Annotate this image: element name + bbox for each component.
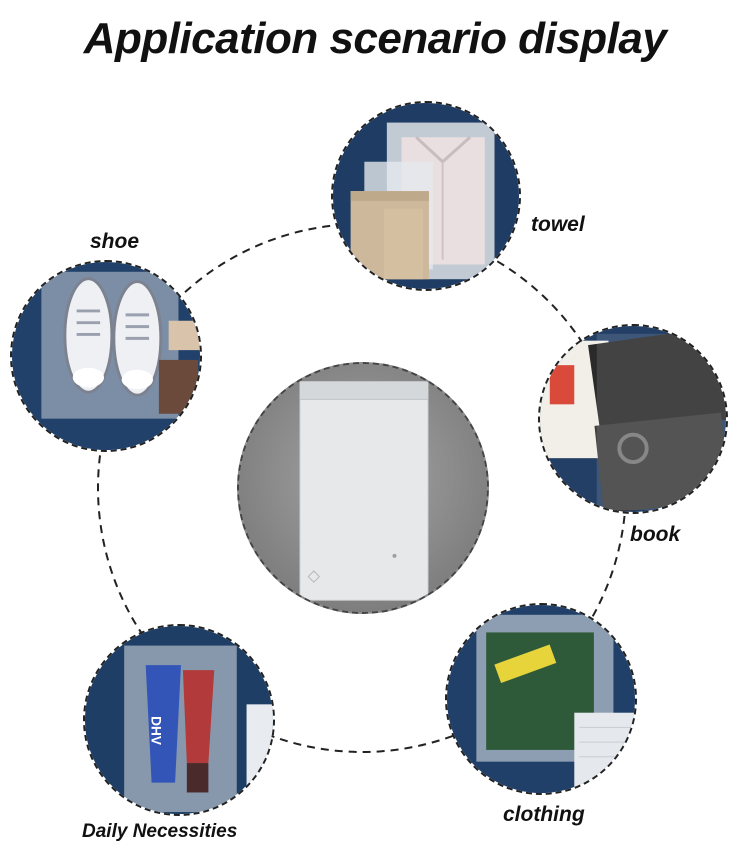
book-scene-image bbox=[538, 324, 728, 514]
center-product-image bbox=[237, 362, 489, 614]
towel-scene-image bbox=[331, 101, 521, 291]
tube-brand-text: DHV bbox=[149, 716, 164, 746]
daily-necessities-scene-image: DHV bbox=[83, 624, 275, 816]
clothing-scene-image bbox=[445, 603, 637, 795]
label-clothing: clothing bbox=[503, 803, 585, 826]
label-shoe: shoe bbox=[90, 230, 140, 253]
page-title: Application scenario display bbox=[83, 14, 667, 63]
label-daily-necessities: Daily Necessities bbox=[82, 821, 238, 842]
label-book: book bbox=[630, 523, 681, 546]
shoe-scene-image bbox=[10, 260, 202, 452]
label-towel: towel bbox=[531, 213, 585, 236]
